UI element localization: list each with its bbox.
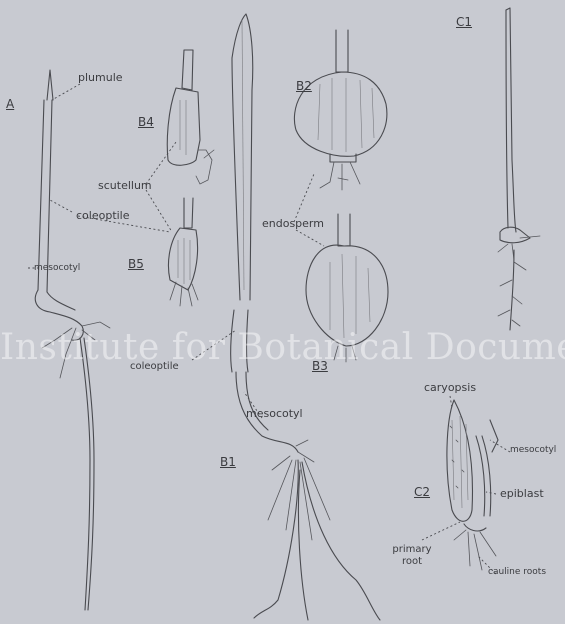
label-scutellum: scutellum xyxy=(98,180,152,191)
label-mesocotyl-c2: mesocotyl xyxy=(510,446,556,455)
label-caryopsis: caryopsis xyxy=(424,382,476,393)
figure-label-b5: B5 xyxy=(128,258,144,270)
seedling-c2 xyxy=(447,400,498,570)
figure-label-b2: B2 xyxy=(296,80,312,92)
label-coleoptile-a: coleoptile xyxy=(76,210,130,221)
label-mesocotyl-b1: mesocotyl xyxy=(246,408,303,419)
seedling-b2 xyxy=(294,30,386,190)
label-endosperm: endosperm xyxy=(262,218,324,229)
seedling-b1 xyxy=(231,14,380,620)
watermark-text: Institute for Botanical Documentation xyxy=(0,330,565,366)
label-cauline-roots: cauline roots xyxy=(488,568,546,577)
seedling-b5 xyxy=(168,198,198,306)
figure-label-c2: C2 xyxy=(414,486,430,498)
label-epiblast: epiblast xyxy=(500,488,544,499)
label-primary-root: primary root xyxy=(390,544,434,567)
seedling-c1 xyxy=(498,8,540,330)
label-mesocotyl-a: mesocotyl xyxy=(34,264,80,273)
figure-label-a: A xyxy=(6,98,14,110)
figure-label-b4: B4 xyxy=(138,116,154,128)
figure-label-b1: B1 xyxy=(220,456,236,468)
figure-label-c1: C1 xyxy=(456,16,472,28)
label-plumule: plumule xyxy=(78,72,123,83)
seedling-b4 xyxy=(167,50,214,184)
